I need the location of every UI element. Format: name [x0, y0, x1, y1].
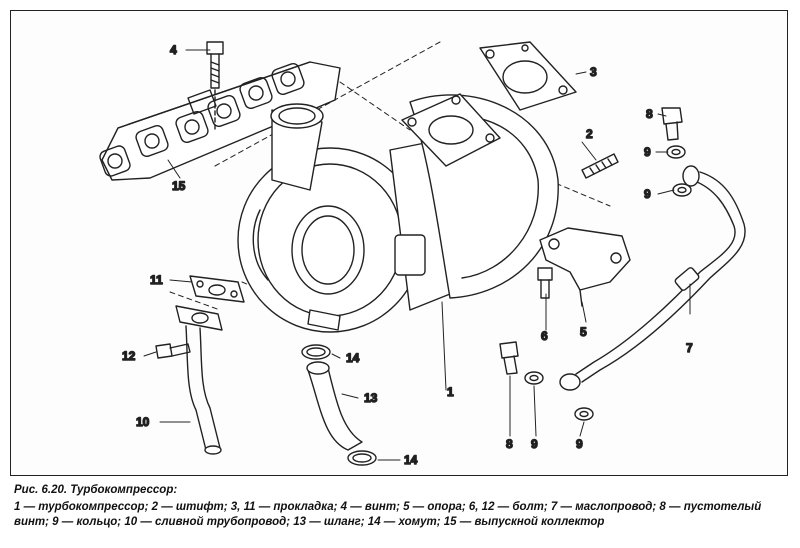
callout-11: 11	[150, 273, 163, 287]
gasket-3	[479, 41, 577, 111]
gasket-11	[189, 275, 245, 303]
callout-15: 15	[172, 179, 186, 193]
stud-2	[581, 153, 619, 179]
callout-9-a: 9	[644, 145, 651, 159]
callout-5: 5	[580, 325, 587, 339]
clamp-14-bottom	[347, 450, 377, 466]
callout-12: 12	[122, 349, 136, 363]
bolt-12	[155, 343, 191, 359]
clamp-14-top	[301, 344, 331, 360]
oil-pipe-7	[559, 165, 746, 391]
callout-3: 3	[590, 65, 597, 79]
bracket-5	[539, 227, 631, 307]
hose-13	[306, 361, 363, 451]
callout-9-d: 9	[576, 437, 583, 451]
callout-8-bottom: 8	[506, 437, 513, 451]
figure-title: Рис. 6.20. Турбокомпрессор:	[14, 484, 178, 496]
callout-4: 4	[170, 43, 177, 57]
callout-13: 13	[364, 391, 378, 405]
leader-lines	[143, 49, 691, 461]
turbocharger	[237, 93, 559, 333]
drain-pipe-10	[175, 305, 223, 455]
turbocharger-exploded-diagram: 1 2 3 4 5 6 7 8 8 9 9 9 9 10 11 12 13 14…	[99, 41, 746, 468]
figure-legend: 1 — турбокомпрессор; 2 — штифт; 3, 11 — …	[14, 501, 762, 528]
hollow-screw-8-bottom	[499, 341, 519, 375]
callout-6: 6	[541, 329, 548, 343]
bolt-6	[537, 267, 553, 299]
exhaust-manifold	[99, 61, 341, 181]
callout-9-b: 9	[644, 187, 651, 201]
callout-9-c: 9	[531, 437, 538, 451]
figure-caption: Рис. 6.20. Турбокомпрессор: 1 — турбоком…	[14, 483, 786, 530]
callout-1: 1	[447, 385, 454, 399]
bolt-4	[206, 41, 224, 131]
callout-8-top: 8	[646, 107, 653, 121]
callout-14-bottom: 14	[404, 453, 418, 467]
hollow-screw-8-top	[661, 107, 683, 141]
callout-2: 2	[586, 127, 593, 141]
callout-7: 7	[686, 341, 693, 355]
callout-10: 10	[136, 415, 150, 429]
callout-14-top: 14	[346, 351, 360, 365]
